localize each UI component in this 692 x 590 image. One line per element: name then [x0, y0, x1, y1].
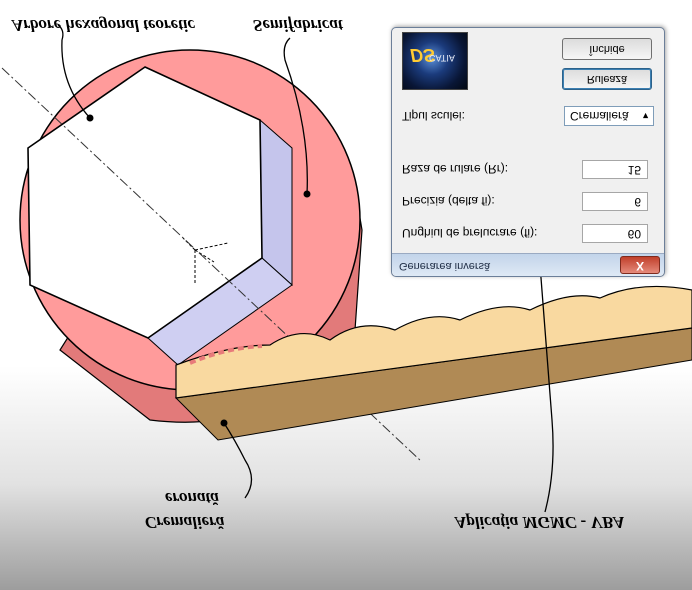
precision-label: Precizia (delta fi):	[402, 194, 495, 208]
chevron-down-icon[interactable]: ▼	[641, 111, 650, 121]
callout-rack-profile: eronată	[165, 489, 219, 508]
leader-hexagonal-shaft	[57, 24, 91, 119]
dialog-titlebar[interactable]: Generarea inversă X	[392, 253, 664, 276]
callout-rack: Cremalieră	[145, 513, 225, 532]
rack-top	[175, 285, 692, 399]
fillet-radius-label: Raza de rulare (Rr):	[402, 162, 509, 176]
hex-face	[27, 66, 263, 339]
logo-brand: CATIA	[429, 53, 455, 63]
close-icon[interactable]: X	[620, 256, 660, 274]
callout-hexagonal-shaft: Arbore hexagonal teoretic	[12, 16, 196, 35]
dialog-title: Generarea inversă	[399, 260, 491, 272]
rolling-angle-input[interactable]: 60	[582, 224, 648, 243]
leader-rack-dot	[220, 419, 228, 427]
rolling-angle-label: Unghiul de prelucrare (fi):	[402, 226, 538, 240]
leader-application	[539, 264, 554, 513]
tool-type-label: Tipul sculei:	[402, 109, 465, 123]
leader-hexagonal-shaft-dot	[86, 114, 94, 122]
rotation-axis	[1, 67, 423, 463]
leader-semi-product	[283, 37, 308, 195]
fillet-radius-input[interactable]: 15	[582, 160, 648, 179]
run-button[interactable]: Rulează	[562, 68, 652, 90]
leader-rack	[223, 422, 253, 499]
tool-type-select[interactable]: Cremalieră ▼	[564, 106, 654, 126]
precision-input[interactable]: 6	[582, 192, 648, 211]
tool-type-value: Cremalieră	[570, 109, 629, 123]
close-button[interactable]: Închide	[562, 38, 652, 60]
coordinate-axes-icon	[182, 237, 229, 283]
callout-semi-product: Semifabricat	[253, 16, 343, 35]
callout-application: Aplicaţia MGMC - VBA	[455, 513, 625, 532]
catia-logo: DS CATIA	[402, 32, 468, 90]
leader-semi-product-dot	[303, 190, 311, 198]
reverse-generation-dialog: Generarea inversă X Unghiul de prelucrar…	[391, 27, 665, 277]
